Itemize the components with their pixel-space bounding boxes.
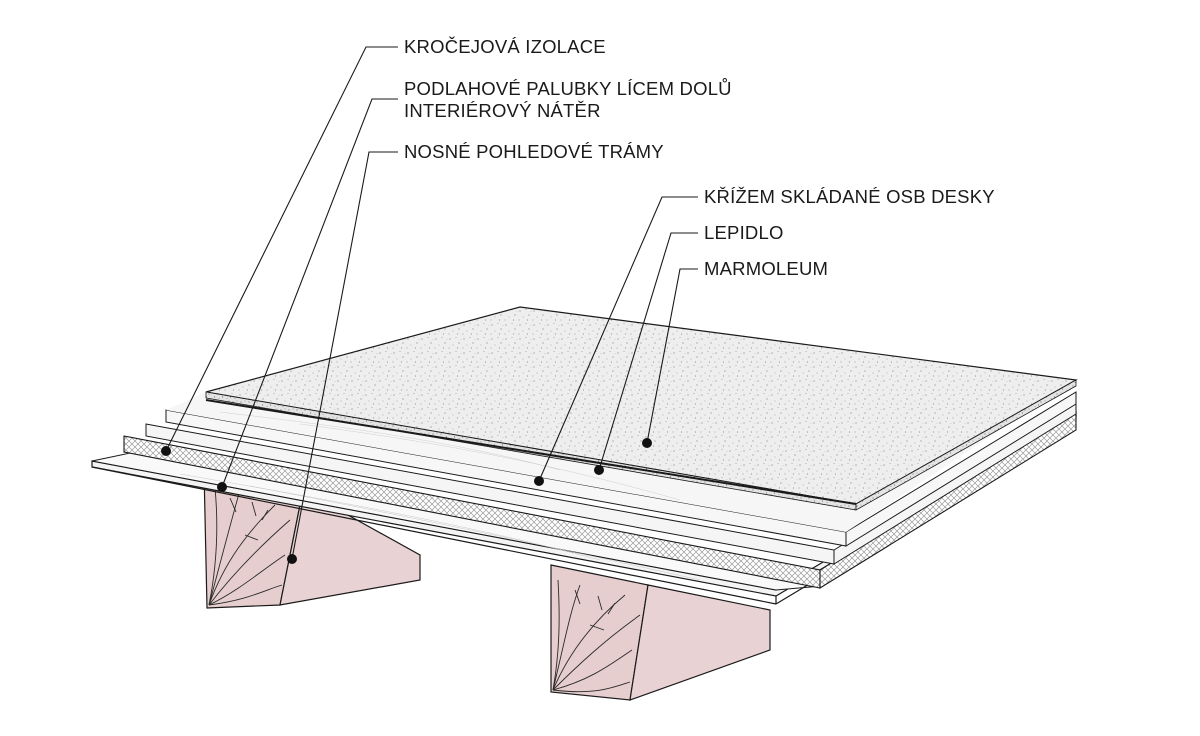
leader-tramy [291, 151, 398, 560]
label-krocejova-izolace: KROČEJOVÁ IZOLACE [404, 36, 606, 57]
dot-tramy [287, 554, 297, 564]
dot-palubky [217, 482, 227, 492]
label-osb-desky: KŘÍŽEM SKLÁDANÉ OSB DESKY [704, 186, 995, 207]
leader-marmoleum [646, 268, 698, 444]
dot-krocejova [161, 446, 171, 456]
label-marmoleum: MARMOLEUM [704, 258, 829, 279]
leader-krocejova [165, 46, 398, 452]
label-interierovy-nater: INTERIÉROVÝ NÁTĚR [404, 100, 601, 121]
leader-lines [165, 46, 698, 560]
beam-right [550, 564, 771, 701]
dot-osb [534, 476, 544, 486]
leader-osb [538, 196, 698, 482]
layer-marmoleum [205, 306, 1078, 511]
leader-dots [161, 438, 652, 564]
leader-lepidlo [598, 232, 698, 471]
label-nosne-tramy: NOSNÉ POHLEDOVÉ TRÁMY [404, 141, 664, 162]
label-lepidlo: LEPIDLO [704, 222, 784, 243]
leader-palubky [221, 98, 398, 488]
label-podlahove-palubky: PODLAHOVÉ PALUBKY LÍCEM DOLŮ [404, 78, 732, 99]
dot-lepidlo [594, 465, 604, 475]
dot-marmoleum [642, 438, 652, 448]
